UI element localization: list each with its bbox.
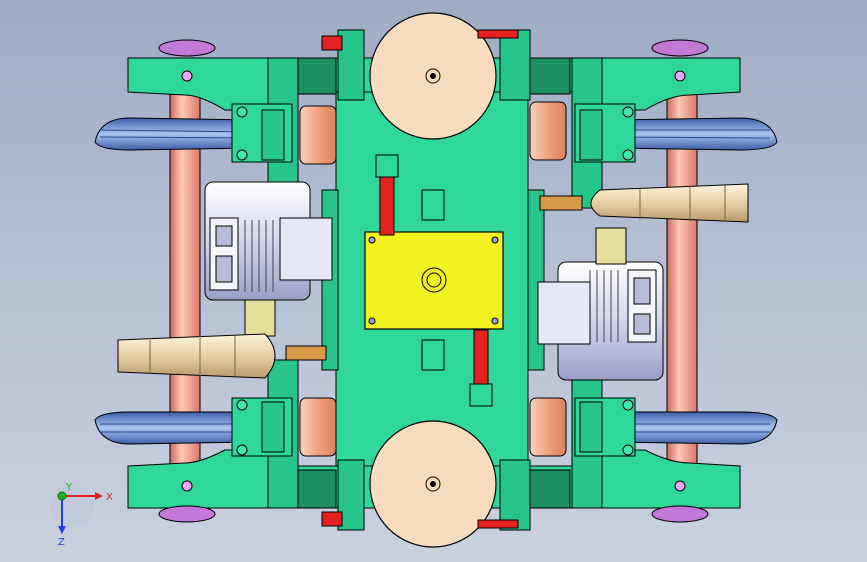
hydraulic-cylinder-lower [469,329,493,407]
axis-triad: X Y Z [50,482,113,548]
y-axis-dot [57,491,67,501]
gearbox-brackets [421,189,445,371]
brake-unit-bottom-right [529,397,636,457]
brake-unit-bottom-left [231,397,337,457]
x-axis-label: X [106,492,113,503]
gearbox [364,231,504,330]
hydraulic-cylinder-top-edge [321,29,519,51]
axle-box-pins [158,39,709,523]
hydraulic-cylinder-bottom-edge [321,511,519,529]
brake-unit-top-right [529,101,636,163]
y-axis-label: Y [65,482,73,493]
traction-motor-right [537,227,664,381]
traction-motor-left [204,181,333,337]
coupling-left [117,333,327,379]
hydraulic-cylinder-upper [375,154,399,236]
wheel-disc-top [369,12,497,140]
brake-unit-top-left [231,103,337,165]
wheel-tread-bottom-right [611,411,778,445]
z-axis-label: Z [58,537,65,548]
wheel-tread-top-right [611,117,778,151]
wheel-tread-bottom-left [94,411,256,445]
coupling-right [539,183,749,223]
wheel-disc-bottom [369,420,497,548]
wheel-tread-top-left [94,117,256,151]
